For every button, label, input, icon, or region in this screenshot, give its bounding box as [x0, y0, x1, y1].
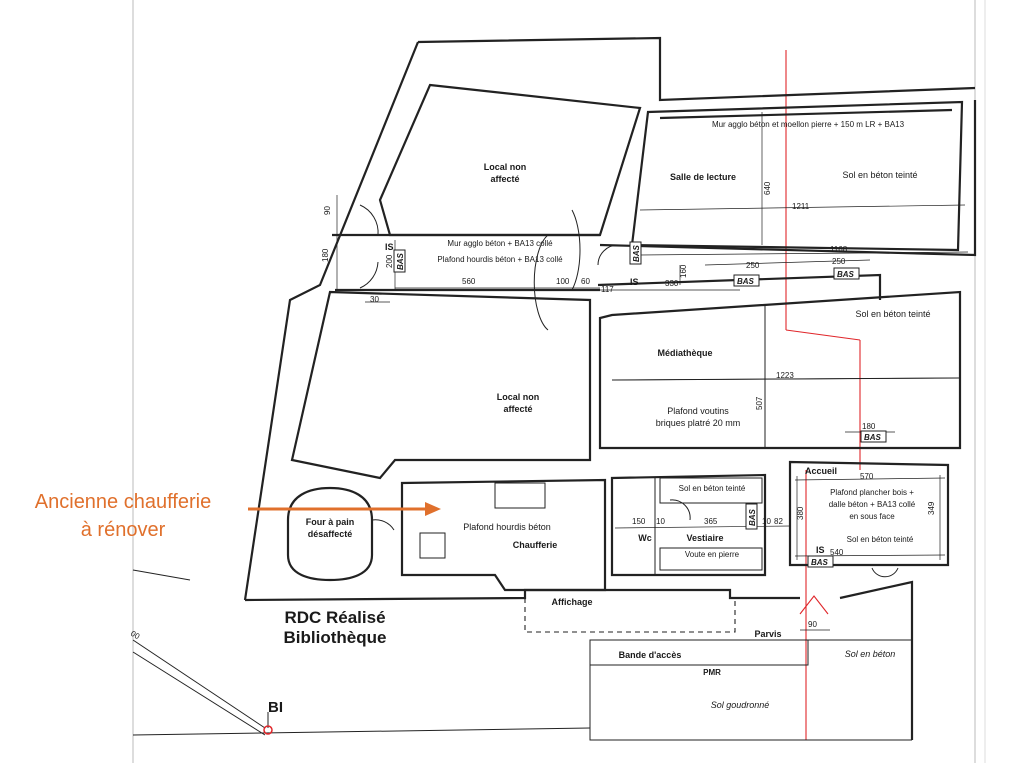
- bas-tag: BAS: [629, 241, 642, 265]
- note-mur-agglo-top: Mur agglo béton et moellon pierre + 150 …: [712, 120, 905, 129]
- annotation: Ancienne chaufferie à rénover: [35, 491, 441, 541]
- dim-label: 30: [370, 295, 379, 304]
- note-plafond-accueil-line2: dalle béton + BA13 collé: [829, 500, 916, 509]
- survey-marker-label: BI: [268, 699, 283, 716]
- svg-text:BAS: BAS: [632, 244, 641, 262]
- room-is-accueil: IS: [816, 545, 825, 555]
- room-chaufferie: Chaufferie: [513, 540, 558, 550]
- dim-label: 60: [581, 277, 590, 286]
- bas-tag: BAS: [745, 503, 758, 530]
- dimension-labels: 90 180 30 200 560 100 60 117 330 160 250…: [129, 181, 936, 641]
- room-vestiaire: Vestiaire: [686, 533, 723, 543]
- dim-label: 100: [556, 277, 570, 286]
- dim-label: 82: [774, 517, 783, 526]
- survey-marker-icon: [263, 725, 273, 735]
- room-labels: Local non affecté Salle de lecture Sol e…: [306, 120, 931, 710]
- note-plafond-chaufferie: Plafond hourdis béton: [463, 522, 551, 532]
- note-voute-pierre: Voute en pierre: [685, 550, 740, 559]
- dim-label: 1211: [792, 202, 810, 211]
- room-mediatheque: Médiathèque: [657, 348, 712, 358]
- room-affichage: Affichage: [551, 597, 592, 607]
- note-sol-lecture: Sol en béton teinté: [842, 170, 917, 180]
- plan-title-line2: Bibliothèque: [284, 628, 387, 647]
- dim-label: 365: [704, 517, 718, 526]
- svg-text:BAS: BAS: [811, 558, 829, 567]
- plan-title-line1: RDC Réalisé: [284, 608, 385, 627]
- bas-tag: BAS: [807, 555, 834, 568]
- bas-tags: BAS BAS BAS BAS BAS BAS BAS: [393, 241, 887, 568]
- room-local-top-line2: affecté: [490, 174, 519, 184]
- dim-label: 640: [763, 181, 772, 195]
- svg-text:BAS: BAS: [737, 277, 755, 286]
- room-is-mid: IS: [630, 277, 639, 287]
- room-is-left: IS: [385, 242, 394, 252]
- dim-label: 180: [321, 248, 330, 262]
- dim-label: 117: [601, 285, 614, 294]
- note-plafond-mediatheque-line2: briques platré 20 mm: [656, 418, 741, 428]
- room-local-main-line1: Local non: [497, 392, 540, 402]
- dim-label: 540: [830, 548, 844, 557]
- annotation-line1: Ancienne chaufferie: [35, 491, 211, 513]
- room-salle-lecture: Salle de lecture: [670, 172, 736, 182]
- dim-label: 330: [665, 279, 679, 288]
- note-sol-accueil: Sol en béton teinté: [847, 535, 914, 544]
- note-mur-agglo-corridor: Mur agglo béton + BA13 collé: [447, 239, 553, 248]
- annotation-line2: à rénover: [81, 519, 166, 541]
- dim-label: 1168: [830, 245, 848, 254]
- dim-label: 160: [679, 264, 688, 278]
- room-local-main-line2: affecté: [503, 404, 532, 414]
- room-pmr: PMR: [703, 668, 721, 677]
- dim-label: 560: [462, 277, 476, 286]
- note-plafond-accueil-line1: Plafond plancher bois +: [830, 488, 914, 497]
- dim-label: 90: [808, 620, 817, 629]
- note-plafond-corridor: Plafond hourdis béton + BA13 collé: [437, 255, 563, 264]
- svg-text:BAS: BAS: [864, 433, 882, 442]
- dim-label: 250: [746, 261, 760, 270]
- room-four-line1: Four à pain: [306, 517, 355, 527]
- note-plafond-mediatheque-line1: Plafond voutins: [667, 406, 729, 416]
- dim-label: 180: [862, 422, 876, 431]
- dim-label: 10: [762, 517, 771, 526]
- dim-label: 349: [927, 501, 936, 515]
- room-four-line2: désaffecté: [308, 529, 353, 539]
- dim-label: 250: [832, 257, 846, 266]
- room-local-top-line1: Local non: [484, 162, 527, 172]
- dim-label: 380: [796, 506, 805, 520]
- note-sol-mediatheque: Sol en béton teinté: [855, 309, 930, 319]
- note-sol-beton: Sol en béton: [845, 649, 896, 659]
- room-parvis: Parvis: [754, 629, 781, 639]
- svg-text:BAS: BAS: [837, 270, 855, 279]
- note-plafond-accueil-line3: en sous face: [849, 512, 895, 521]
- annotation-arrow-icon: [425, 502, 441, 516]
- bas-tag: BAS: [393, 249, 406, 273]
- dim-label: 570: [860, 472, 874, 481]
- site-lines: BI: [132, 569, 591, 736]
- plan-title: RDC Réalisé Bibliothèque: [284, 608, 387, 647]
- svg-text:BAS: BAS: [396, 252, 405, 270]
- dim-label: 507: [755, 396, 764, 410]
- bas-tag: BAS: [860, 430, 887, 443]
- doors: [359, 204, 899, 578]
- dim-label: 90: [323, 206, 332, 215]
- dim-label: 1223: [776, 371, 794, 380]
- room-bande-acces: Bande d'accès: [619, 650, 682, 660]
- dim-label: 200: [385, 254, 394, 268]
- svg-text:BAS: BAS: [748, 508, 757, 526]
- dim-label: 150: [632, 517, 646, 526]
- room-wc: Wc: [638, 533, 652, 543]
- dim-label: 10: [656, 517, 665, 526]
- bas-tag: BAS: [833, 267, 860, 280]
- bas-tag: BAS: [733, 274, 760, 287]
- note-sol-goudronne: Sol goudronné: [711, 700, 770, 710]
- note-sol-vestiaire: Sol en béton teinté: [679, 484, 746, 493]
- dimension-lines: [336, 112, 969, 631]
- room-accueil: Accueil: [805, 466, 837, 476]
